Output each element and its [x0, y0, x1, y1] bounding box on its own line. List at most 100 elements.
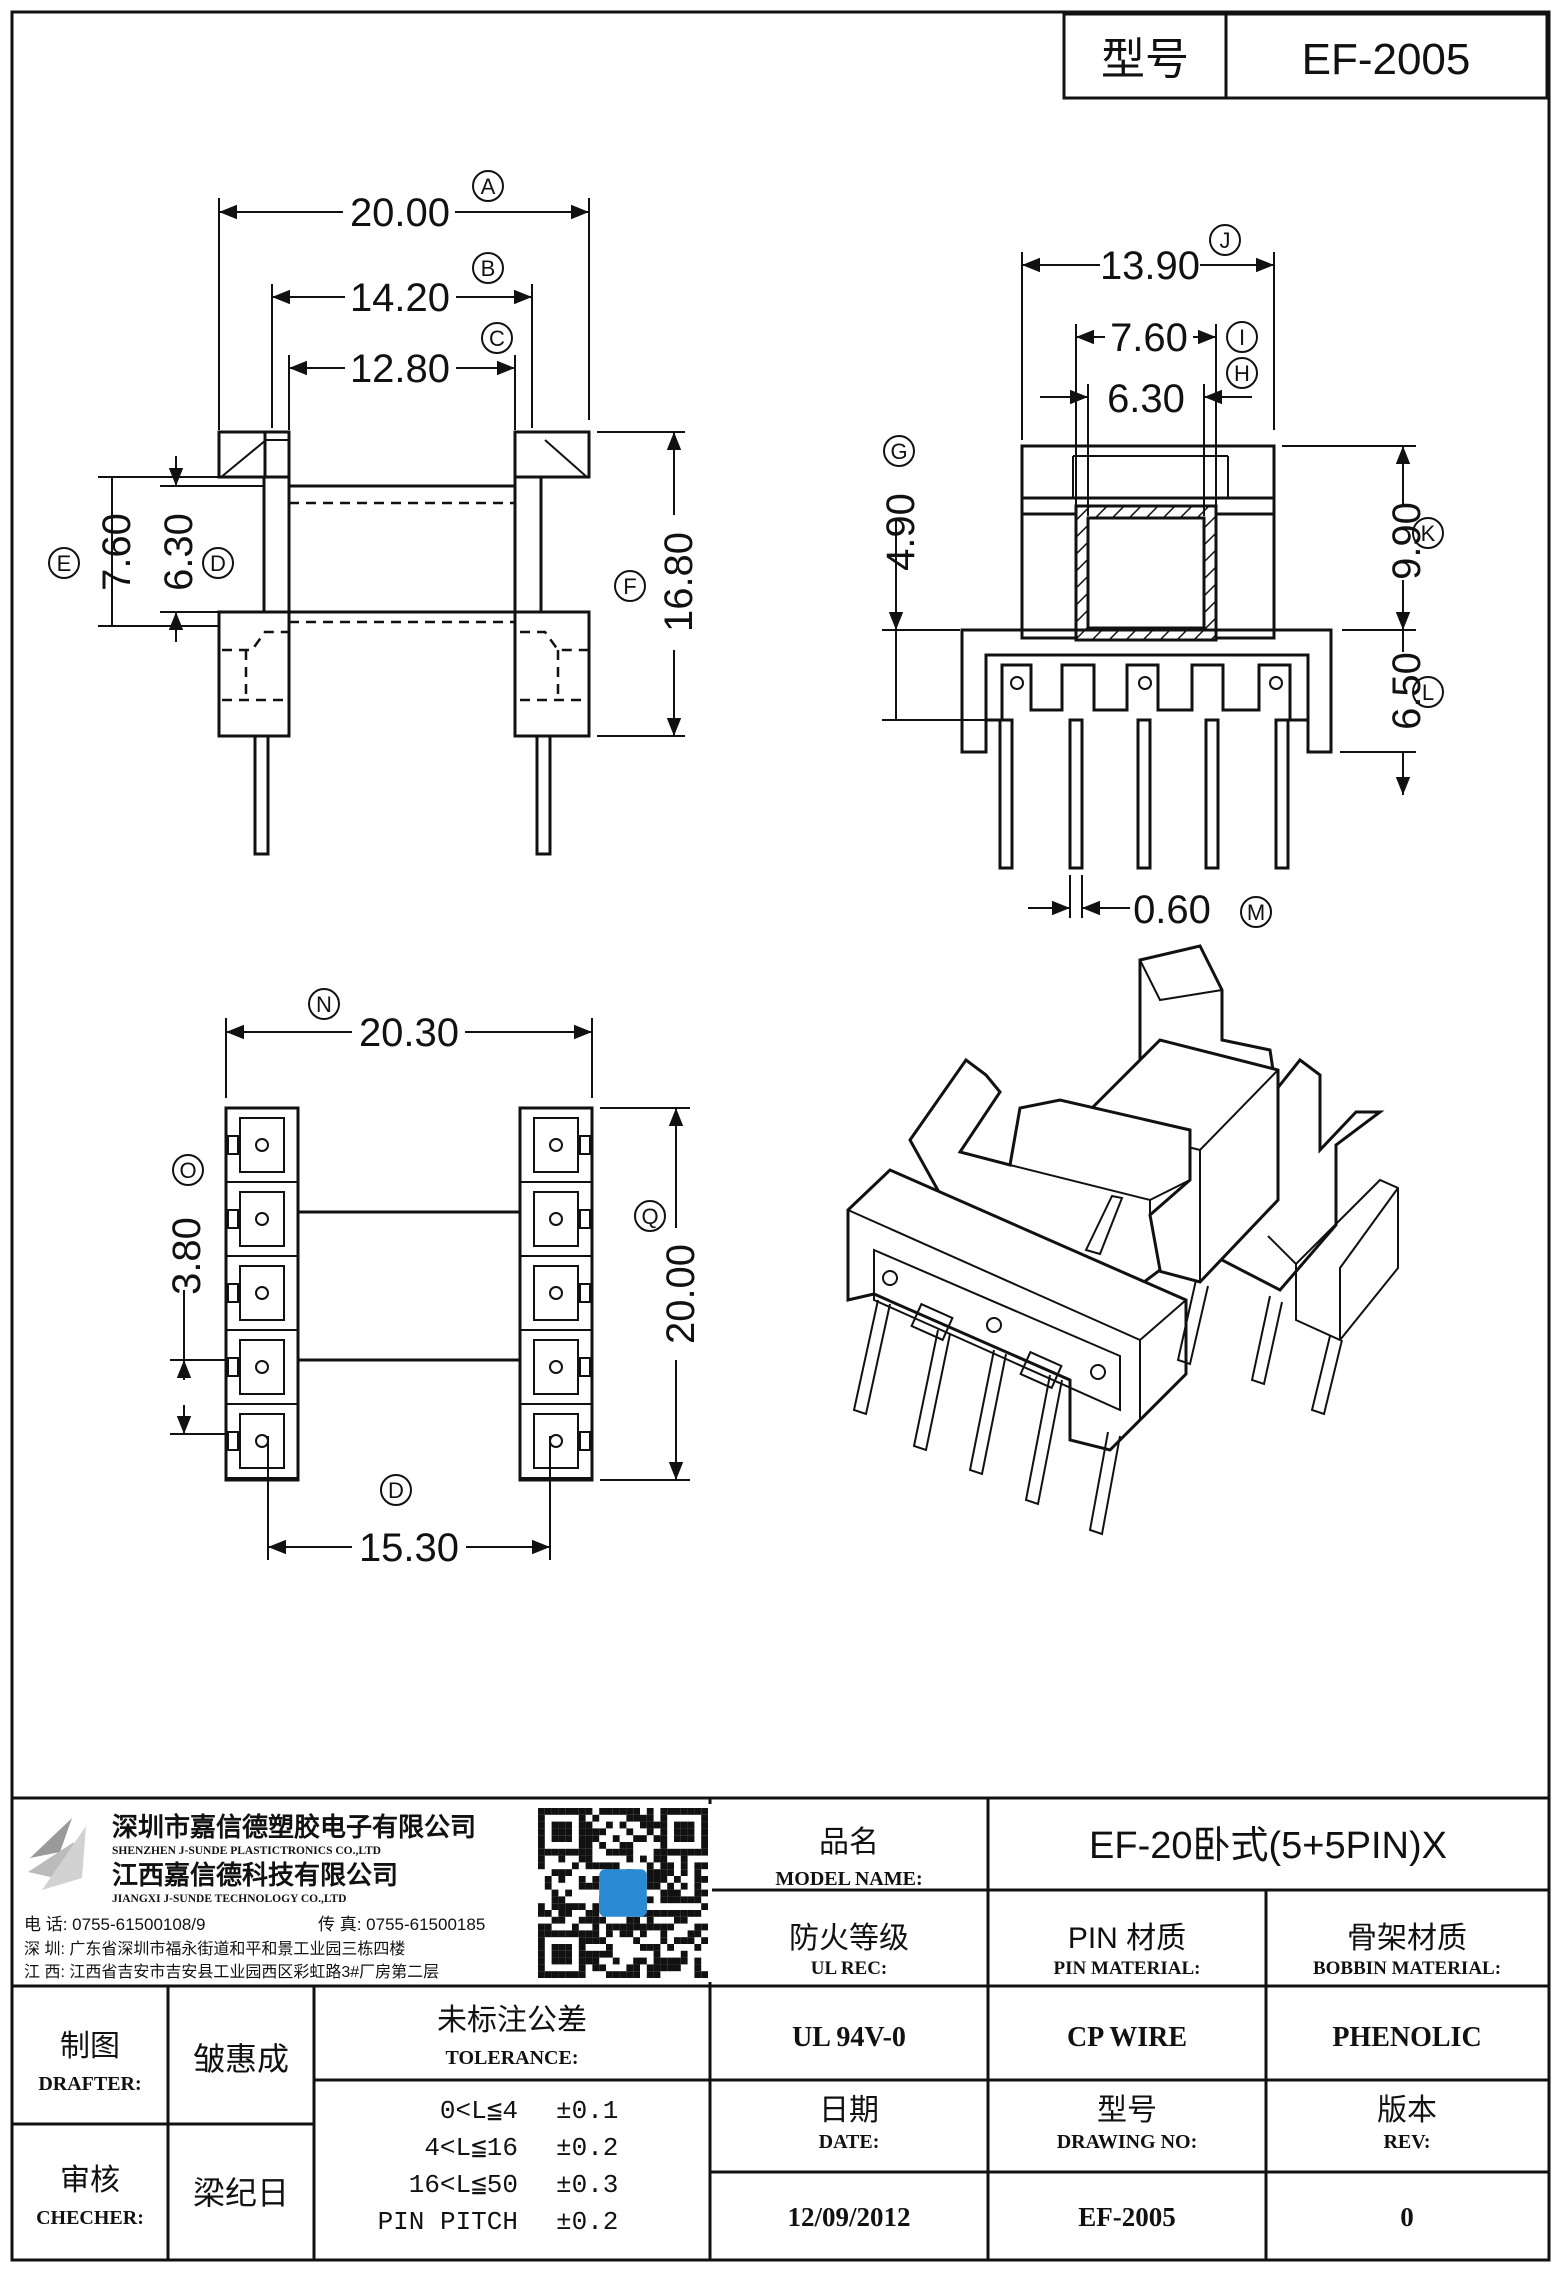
model-name-en: MODEL NAME:: [775, 1868, 922, 1890]
pin-tab: [579, 1357, 591, 1377]
header-model-box: 型号 EF-2005: [1062, 12, 1549, 100]
dim-h-value: 6.30: [1107, 377, 1185, 421]
checker-value: 梁纪日: [193, 2175, 289, 2211]
dim-f-value: 16.80: [657, 532, 701, 632]
dim-j-tag: J: [1220, 228, 1231, 253]
pin-hole: [255, 1434, 269, 1448]
dim-l-value: 6.50: [1385, 652, 1429, 730]
pin-cell: [533, 1265, 579, 1321]
title-block: 深圳市嘉信德塑胶电子有限公司 SHENZHEN J-SUNDE PLASTICT…: [12, 1796, 1549, 2260]
tolerance-label-en: TOLERANCE:: [446, 2047, 579, 2069]
pin-tab: [579, 1209, 591, 1229]
dim-b-value: 14.20: [350, 276, 450, 320]
pin-tab: [227, 1209, 239, 1229]
date-label-en: DATE:: [819, 2131, 880, 2153]
pin-cell: [239, 1117, 285, 1173]
dim-d-side-tag: D: [210, 551, 226, 576]
rev-label-cn: 版本: [1377, 2094, 1437, 2127]
checker-label-cn: 审核: [60, 2164, 120, 2197]
company-fax: 传 真: 0755-61500185: [318, 1915, 485, 1934]
isometric-view: [846, 944, 1399, 1536]
ul-value: UL 94V-0: [792, 2022, 906, 2053]
dim-b-tag: B: [481, 256, 496, 281]
dim-d-bottom-value: 15.30: [359, 1526, 459, 1570]
model-name-cn: 品名: [819, 1826, 879, 1859]
company-name-en-1: SHENZHEN J-SUNDE PLASTICTRONICS CO.,LTD: [112, 1845, 381, 1857]
pin-hole: [549, 1286, 563, 1300]
date-value: 12/09/2012: [787, 2202, 910, 2232]
dim-o-tag: O: [179, 1158, 196, 1183]
pin-cell: [239, 1265, 285, 1321]
company-name-cn-2: 江西嘉信德科技有限公司: [112, 1860, 398, 1890]
bobbin-material-cn: 骨架材质: [1347, 1922, 1467, 1955]
dim-q-value: 20.00: [659, 1244, 703, 1344]
tolerance-range: 4<L≦16: [424, 2133, 518, 2163]
pin-tab: [227, 1135, 239, 1155]
drawing-no-value: EF-2005: [1078, 2202, 1176, 2232]
dim-n-tag: N: [316, 992, 332, 1017]
bobbin-material-value: PHENOLIC: [1332, 2022, 1481, 2053]
sheet-border: [10, 10, 1551, 2262]
drafter-value: 皱惠成: [193, 2041, 289, 2077]
front-view: 13.90 J 7.60 I 6.30 H 4.90 G 9.90: [879, 224, 1444, 932]
dim-g-tag: G: [890, 439, 907, 464]
pin-hole: [255, 1212, 269, 1226]
tolerance-range: PIN PITCH: [378, 2207, 518, 2237]
pin-cell: [533, 1191, 579, 1247]
pin-tab: [579, 1431, 591, 1451]
dim-d-bottom-tag: D: [388, 1478, 404, 1503]
pin-hole: [549, 1138, 563, 1152]
qr-code: [534, 1804, 712, 1982]
tolerance-range: 16<L≦50: [409, 2170, 518, 2200]
pin-hole: [549, 1434, 563, 1448]
pin-cell: [239, 1339, 285, 1395]
company-logo: [28, 1818, 86, 1890]
pin-tab: [579, 1283, 591, 1303]
dim-a-tag: A: [481, 174, 496, 199]
header-model-label: 型号: [1101, 35, 1189, 84]
dim-c-value: 12.80: [350, 347, 450, 391]
dim-i-tag: I: [1239, 325, 1245, 350]
dim-e-tag: E: [57, 551, 72, 576]
pin-tab: [227, 1431, 239, 1451]
company-name-cn-1: 深圳市嘉信德塑胶电子有限公司: [112, 1812, 476, 1842]
dim-e-value: 7.60: [95, 513, 139, 591]
side-view: 20.00 A 14.20 B 12.80 C 7.60 6.30 E D: [48, 170, 701, 856]
pin-hole: [255, 1286, 269, 1300]
dim-l-tag: L: [1422, 680, 1434, 705]
ul-label-en: UL REC:: [811, 1958, 888, 1979]
drawing-no-label-en: DRAWING NO:: [1057, 2131, 1198, 2153]
ul-label-cn: 防火等级: [789, 1922, 909, 1955]
rev-label-en: REV:: [1383, 2131, 1430, 2153]
pin-tab: [227, 1283, 239, 1303]
qr-logo-icon: [599, 1869, 647, 1917]
pin-cell: [239, 1413, 285, 1469]
dim-h-tag: H: [1234, 361, 1250, 386]
dim-j-value: 13.90: [1100, 244, 1200, 288]
dim-a-value: 20.00: [350, 191, 450, 235]
dim-d-side-value: 6.30: [157, 513, 201, 591]
company-name-en-2: JIANGXI J-SUNDE TECHNOLOGY CO.,LTD: [112, 1893, 346, 1905]
checker-label-en: CHECHER:: [36, 2207, 144, 2229]
drafter-label-cn: 制图: [60, 2030, 120, 2063]
tolerance-value: ±0.3: [556, 2170, 618, 2200]
pin-material-cn: PIN 材质: [1068, 1922, 1186, 1955]
pin-cell: [533, 1413, 579, 1469]
dim-g-value: 4.90: [879, 493, 923, 571]
dim-m-value: 0.60: [1133, 888, 1211, 932]
pin-tab: [227, 1357, 239, 1377]
pin-hole: [255, 1138, 269, 1152]
tolerance-value: ±0.2: [556, 2207, 618, 2237]
pin-hole: [549, 1212, 563, 1226]
drawing-no-label-cn: 型号: [1097, 2094, 1157, 2127]
dim-n-value: 20.30: [359, 1011, 459, 1055]
dim-k-tag: K: [1421, 521, 1436, 546]
dim-f-tag: F: [623, 574, 636, 599]
dim-k-value: 9.90: [1385, 502, 1429, 580]
pin-cell: [239, 1191, 285, 1247]
tolerance-value: ±0.1: [556, 2096, 618, 2126]
dim-o-value: 3.80: [165, 1217, 209, 1295]
tolerance-range: 0<L≦4: [440, 2096, 518, 2126]
pin-material-en: PIN MATERIAL:: [1054, 1958, 1201, 1979]
